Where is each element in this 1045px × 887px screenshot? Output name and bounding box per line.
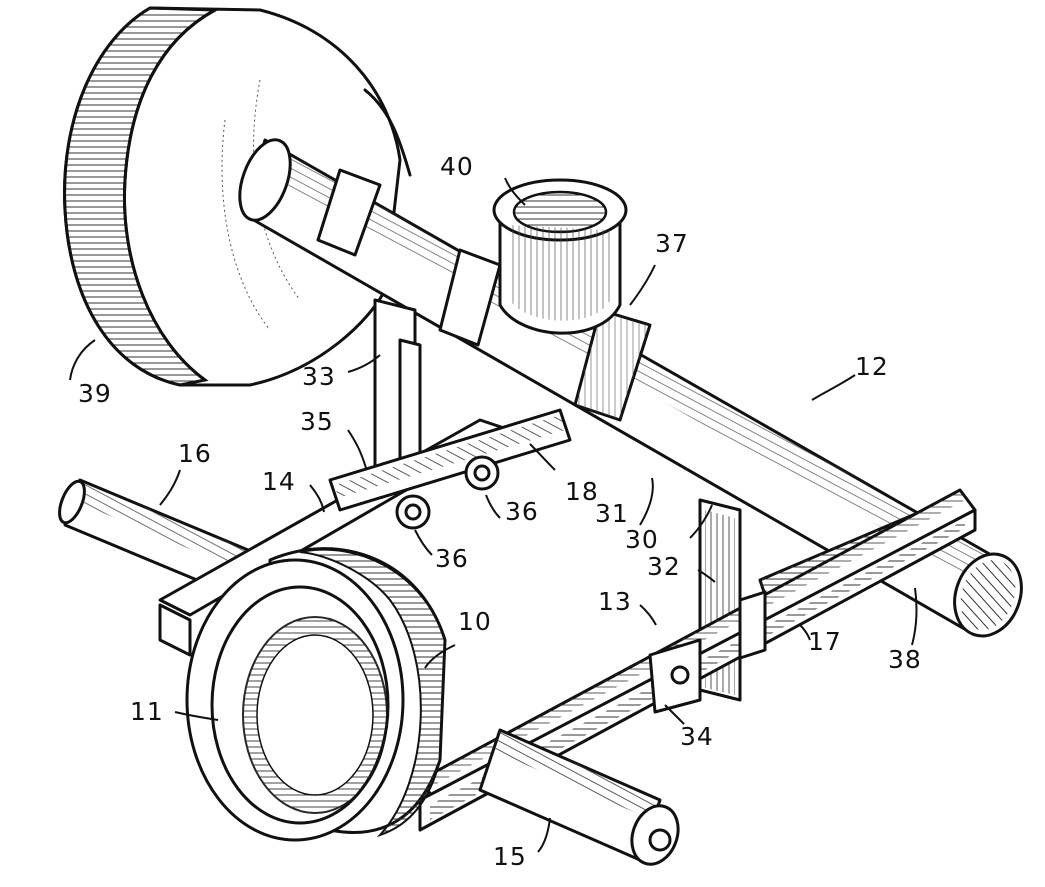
label-36-upper: 36 <box>505 497 539 526</box>
label-14: 14 <box>262 467 296 496</box>
label-33: 33 <box>302 362 336 391</box>
label-35: 35 <box>300 407 334 436</box>
reference-labels: 39 40 37 12 33 35 16 14 18 36 36 31 30 3… <box>69 152 922 871</box>
label-17: 17 <box>808 627 842 656</box>
label-13: 13 <box>598 587 632 616</box>
label-39: 39 <box>78 379 112 408</box>
label-36-lower: 36 <box>435 544 469 573</box>
rail-assembly <box>158 408 977 832</box>
bolts-36 <box>395 455 500 530</box>
front-bar-15 <box>478 728 680 866</box>
label-32: 32 <box>647 552 681 581</box>
label-40: 40 <box>440 152 474 181</box>
label-30: 30 <box>625 525 659 554</box>
label-34: 34 <box>680 722 714 751</box>
label-37: 37 <box>655 229 689 258</box>
bowl-39 <box>63 6 412 387</box>
label-15: 15 <box>493 842 527 871</box>
tee-fitting-40 <box>492 178 628 335</box>
label-12: 12 <box>855 352 889 381</box>
label-10: 10 <box>458 607 492 636</box>
label-18: 18 <box>565 477 599 506</box>
upper-pipe-12 <box>238 138 1023 638</box>
label-38: 38 <box>888 645 922 674</box>
label-11: 11 <box>130 697 164 726</box>
drum-10 <box>185 547 447 842</box>
label-31: 31 <box>595 499 629 528</box>
label-16: 16 <box>178 439 212 468</box>
